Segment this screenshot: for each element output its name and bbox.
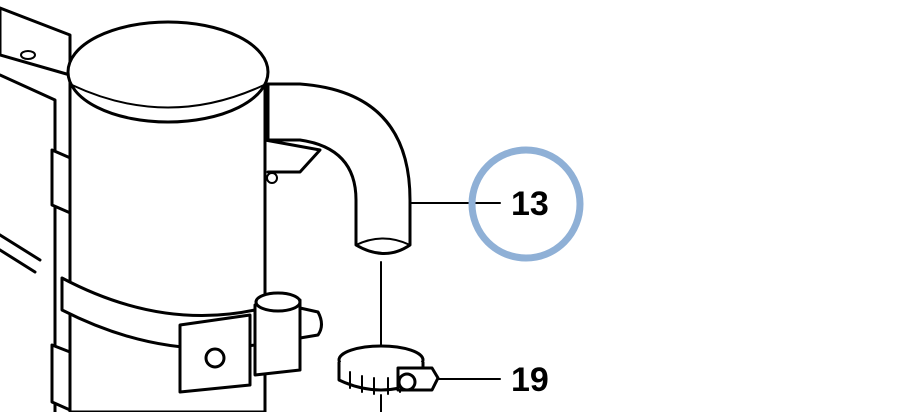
callout-13: 13 [409,146,584,262]
callout-19-label: 19 [511,361,549,399]
callout-19: 19 [437,361,549,399]
callout-13-label: 13 [511,185,549,223]
callout-13-highlight-ring [468,146,584,262]
hose-clamp-part-19 [337,344,440,395]
canister-clamp-band [60,276,323,394]
hose-part-13 [266,82,412,255]
mounting-bracket [0,6,77,412]
